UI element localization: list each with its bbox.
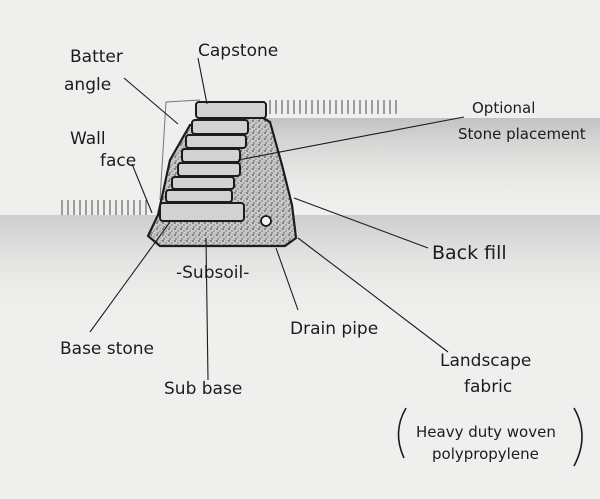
label-fabric-note-2: polypropylene xyxy=(432,446,539,463)
label-wall-face-1: Wall xyxy=(70,130,106,149)
retained-ground xyxy=(265,100,600,218)
label-landscape-fabric-2: fabric xyxy=(464,378,512,397)
base-stone-block xyxy=(160,203,244,221)
label-capstone: Capstone xyxy=(198,42,278,61)
label-fabric-note-1: Heavy duty woven xyxy=(416,424,556,441)
label-wall-face-2: face xyxy=(100,152,136,171)
label-batter-angle-2: angle xyxy=(64,76,111,95)
lower-ground xyxy=(0,200,600,325)
label-optional-2: Stone placement xyxy=(458,126,586,143)
label-landscape-fabric-1: Landscape xyxy=(440,352,531,371)
label-sub-base: Sub base xyxy=(164,380,242,399)
drain-pipe xyxy=(261,216,271,226)
label-drain-pipe: Drain pipe xyxy=(290,320,378,339)
label-subsoil: -Subsoil- xyxy=(176,264,249,283)
label-back-fill: Back fill xyxy=(432,244,507,263)
label-base-stone: Base stone xyxy=(60,340,154,359)
capstone-block xyxy=(196,102,266,118)
label-optional-1: Optional xyxy=(472,100,535,117)
label-batter-angle-1: Batter xyxy=(70,48,123,67)
